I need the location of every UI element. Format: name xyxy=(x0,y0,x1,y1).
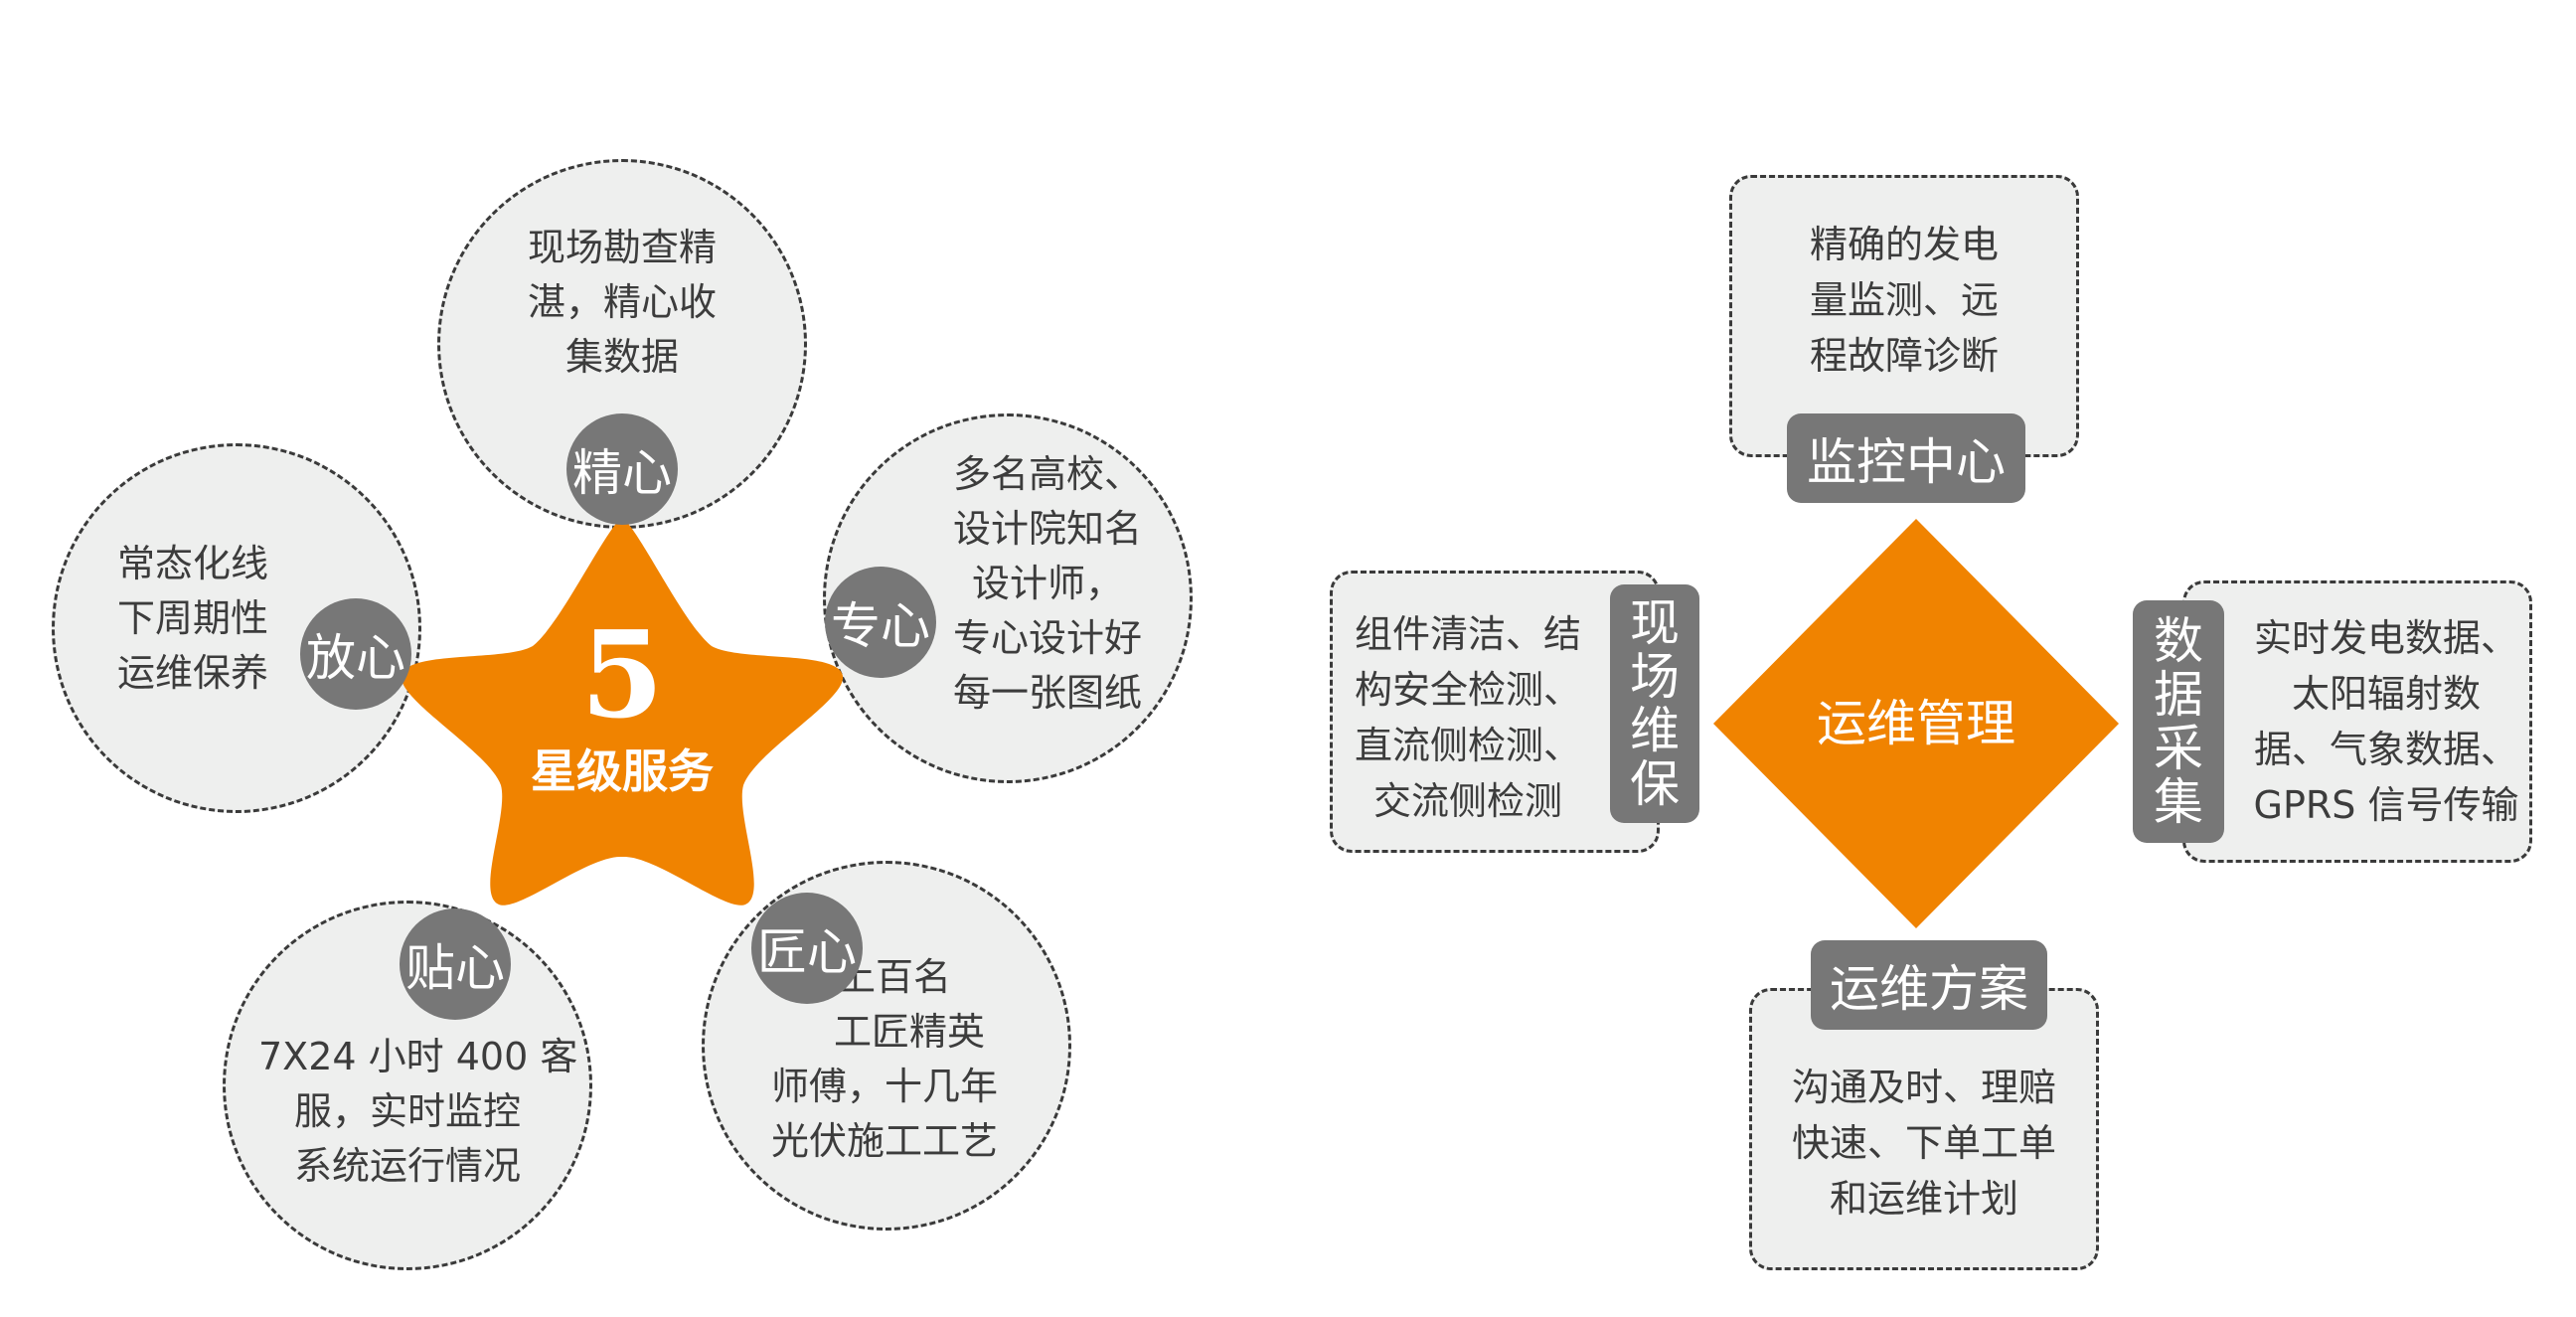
data-label-char: 数 xyxy=(2154,612,2203,670)
onsite-line: 直流侧检测、 xyxy=(1354,724,1581,767)
plate-data: 数 据 采 集 xyxy=(2133,600,2224,843)
plan-text: 沟通及时、理赔 快速、下单工单 和运维计划 xyxy=(1775,1060,2073,1227)
petal-line: 湛，精心收 xyxy=(527,280,717,324)
star-title: 星级服务 xyxy=(531,744,714,798)
petal-line: 运维保养 xyxy=(117,651,269,695)
petal-line: 现场勘查精 xyxy=(527,226,717,269)
monitor-text: 精确的发电 量监测、远 程故障诊断 xyxy=(1749,217,2059,384)
petal-line: 服，实时监控 xyxy=(293,1089,521,1133)
onsite-line: 构安全检测、 xyxy=(1354,668,1581,712)
center-label: 运维管理 xyxy=(1817,695,2015,752)
onsite-line: 组件清洁、结 xyxy=(1354,612,1581,656)
petal-line: 光伏施工工艺 xyxy=(770,1119,998,1163)
petal-line: 集数据 xyxy=(564,335,679,379)
petal-text-tiexin: 7X24 小时 400 客 服，实时监控 系统运行情况 xyxy=(258,1030,578,1194)
badge-jingxin: 精心 xyxy=(566,413,678,525)
data-line: 据、气象数据、 xyxy=(2253,728,2518,771)
onsite-label-char: 维 xyxy=(1630,702,1680,759)
badge-tiexin: 贴心 xyxy=(400,908,511,1020)
petal-line: 常态化线 xyxy=(117,542,269,585)
badge-jiangxin: 匠心 xyxy=(751,893,863,1004)
onsite-text: 组件清洁、结 构安全检测、 直流侧检测、 交流侧检测 xyxy=(1344,606,1592,829)
monitor-line: 量监测、远 xyxy=(1809,278,1999,322)
petal-text-zhuanxin: 多名高校、 设计院知名 设计师， 专心设计好 每一张图纸 xyxy=(948,447,1147,721)
box-plan xyxy=(1749,988,2099,1270)
data-label-char: 采 xyxy=(2154,720,2203,777)
petal-text-jingxin: 现场勘查精 湛，精心收 集数据 xyxy=(525,221,720,385)
box-data xyxy=(2182,580,2532,863)
data-label-char: 集 xyxy=(2154,773,2203,831)
data-line: GPRS 信号传输 xyxy=(2253,783,2519,827)
star-number: 5 xyxy=(580,605,664,745)
petal-line: 专心设计好 xyxy=(952,616,1142,660)
badge-zhuanxin: 专心 xyxy=(825,567,936,678)
data-label-char: 据 xyxy=(2154,666,2203,724)
plan-line: 沟通及时、理赔 xyxy=(1791,1066,2056,1109)
plan-line: 和运维计划 xyxy=(1829,1177,2018,1221)
onsite-label-char: 保 xyxy=(1630,755,1680,813)
plan-line: 快速、下单工单 xyxy=(1791,1121,2056,1165)
data-line: 太阳辐射数 xyxy=(2291,672,2481,716)
petal-line: 系统运行情况 xyxy=(293,1144,521,1188)
data-text: 实时发电数据、 太阳辐射数 据、气象数据、 GPRS 信号传输 xyxy=(2252,610,2520,833)
plate-plan: 运维方案 xyxy=(1811,940,2047,1030)
plate-monitor: 监控中心 xyxy=(1787,413,2025,503)
petal-line: 7X24 小时 400 客 xyxy=(258,1035,578,1078)
onsite-line: 交流侧检测 xyxy=(1372,779,1562,823)
petal-line: 设计师， xyxy=(971,562,1123,605)
petal-line: 师傅，十几年 xyxy=(770,1065,998,1108)
petal-line: 下周期性 xyxy=(117,596,269,640)
petal-text-jiangxin: 上百名 工匠精英 师傅，十几年 光伏施工工艺 xyxy=(765,950,1004,1169)
onsite-label-char: 现 xyxy=(1630,594,1680,652)
badge-fangxin: 放心 xyxy=(300,598,411,710)
petal-line: 设计院知名 xyxy=(952,507,1142,551)
petal-line: 多名高校、 xyxy=(952,452,1142,496)
onsite-label-char: 场 xyxy=(1630,648,1680,706)
data-line: 实时发电数据、 xyxy=(2253,616,2518,660)
monitor-line: 程故障诊断 xyxy=(1809,334,1999,378)
box-monitor xyxy=(1729,175,2079,457)
box-onsite xyxy=(1330,571,1660,853)
plate-onsite: 现 场 维 保 xyxy=(1610,584,1699,823)
petal-text-fangxin: 常态化线 下周期性 运维保养 xyxy=(117,537,276,701)
monitor-line: 精确的发电 xyxy=(1809,223,1999,266)
petal-line: 每一张图纸 xyxy=(952,671,1142,715)
petal-line: 工匠精英 xyxy=(833,1010,985,1054)
